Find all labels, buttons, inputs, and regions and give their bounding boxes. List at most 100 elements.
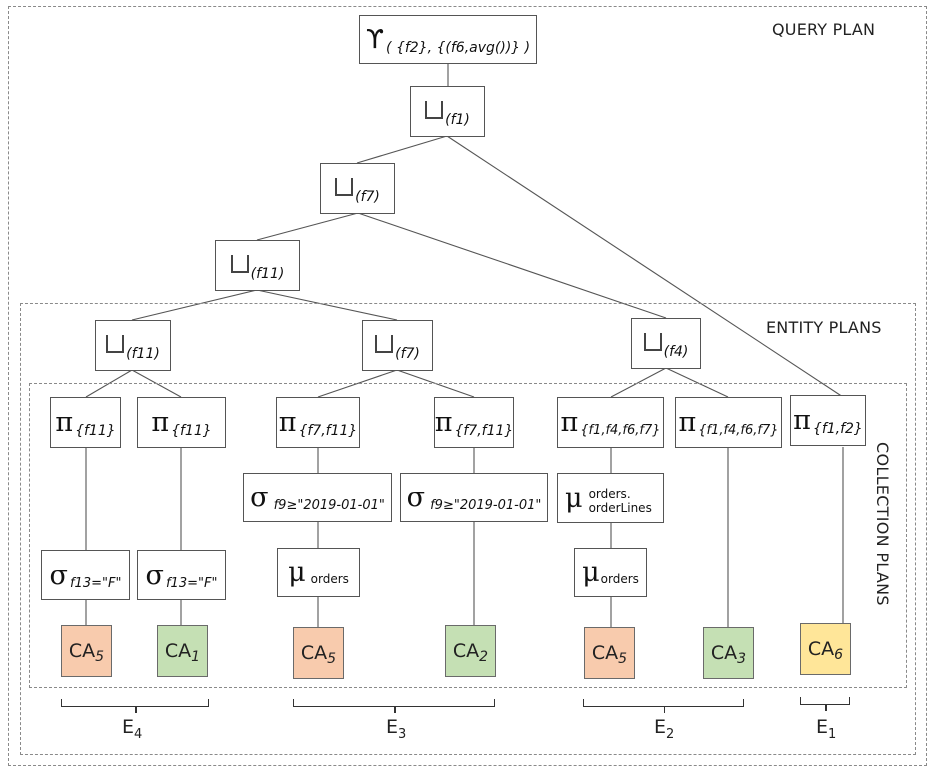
pi-symbol: π <box>560 407 579 438</box>
select-subscript: f9≥"2019-01-01" <box>273 498 385 513</box>
collection-name: CA <box>710 642 738 664</box>
project-node-e4-b[interactable]: π {f11} <box>137 397 226 448</box>
project-node-e3-a[interactable]: π {f7,f11} <box>276 397 360 448</box>
union-subscript: (f7) <box>395 345 420 362</box>
collection-name: CA <box>591 642 619 664</box>
entity-index: 1 <box>828 727 837 742</box>
brace-e3 <box>293 699 495 713</box>
union-symbol-icon <box>230 254 249 273</box>
union-symbol-icon <box>643 332 662 351</box>
unnest-node-e2-orderlines[interactable]: μ orders. orderLines <box>557 473 664 523</box>
project-node-e2-a[interactable]: π {f1,f4,f6,f7} <box>557 397 664 448</box>
entity-plans-label: ENTITY PLANS <box>766 318 882 337</box>
select-node-e4-a[interactable]: σ f13="F" <box>41 550 130 600</box>
entity-label-e1: E1 <box>816 716 836 742</box>
union-symbol-icon <box>106 334 125 353</box>
pi-symbol: π <box>434 407 453 438</box>
sigma-symbol: σ <box>250 482 269 513</box>
collection-index: 5 <box>327 651 337 667</box>
union-node-f7[interactable]: (f7) <box>320 163 395 214</box>
project-subscript: {f1,f4,f6,f7} <box>698 423 779 438</box>
sigma-symbol: σ <box>145 559 164 591</box>
collection-name: CA <box>452 640 480 662</box>
project-subscript: {f1,f2} <box>812 420 863 437</box>
entity-index: 2 <box>666 727 675 742</box>
select-node-e3-b[interactable]: σ f9≥"2019-01-01" <box>400 473 548 522</box>
mu-symbol: μ <box>582 557 600 588</box>
select-node-e4-b[interactable]: σ f13="F" <box>137 550 226 600</box>
project-node-e4-a[interactable]: π {f11} <box>50 397 121 448</box>
collection-name: CA <box>300 642 328 664</box>
gamma-symbol: ϒ <box>365 24 385 55</box>
pi-symbol: π <box>678 407 697 438</box>
entity-label-e4: E4 <box>122 716 142 742</box>
unnest-subscript: orders <box>310 571 349 586</box>
edge-union-f1-pi-e1 <box>446 135 844 398</box>
edge-e2-pi2 <box>665 367 729 398</box>
project-node-e2-b[interactable]: π {f1,f4,f6,f7} <box>675 397 782 448</box>
edge-union-f11-e3 <box>256 289 398 321</box>
edge-e2-pi1 <box>610 367 667 398</box>
entity-union-e3[interactable]: (f7) <box>362 320 433 371</box>
pi-symbol: π <box>278 407 297 438</box>
unnest-node-e3-orders[interactable]: μ orders <box>277 548 360 597</box>
brace-e2 <box>583 699 744 713</box>
pi-symbol: π <box>793 405 811 436</box>
pi-symbol: π <box>55 407 74 438</box>
edge-union-f7-union-f11 <box>256 212 359 241</box>
union-subscript: (f1) <box>445 111 470 128</box>
entity-label-e3: E3 <box>386 716 406 742</box>
select-subscript: f13="F" <box>165 575 218 591</box>
mu-symbol: μ <box>288 557 306 588</box>
query-plan-label: QUERY PLAN <box>772 20 876 39</box>
project-node-e1[interactable]: π {f1,f2} <box>790 395 866 446</box>
entity-label-e2: E2 <box>654 716 674 742</box>
collection-index: 1 <box>191 649 201 665</box>
union-subscript: (f11) <box>126 345 160 362</box>
entity-union-e4[interactable]: (f11) <box>95 320 171 371</box>
entity-name: E <box>654 716 667 738</box>
project-subscript: {f11} <box>171 422 212 439</box>
select-subscript: f13="F" <box>69 575 122 591</box>
union-node-f1[interactable]: (f1) <box>410 86 485 137</box>
collection-plans-frame <box>29 383 907 688</box>
project-subscript: {f7,f11} <box>298 422 358 439</box>
project-subscript: {f11} <box>75 422 116 439</box>
sigma-symbol: σ <box>49 559 68 591</box>
brace-e4 <box>61 699 209 713</box>
union-subscript: (f4) <box>663 343 689 360</box>
collection-index: 2 <box>479 649 489 665</box>
aggregate-subscript: ( {f2}, {(f6,avg())} ) <box>386 39 531 56</box>
entity-name: E <box>816 716 829 738</box>
unnest-subscript: orders. orderLines <box>588 487 652 516</box>
edge-union-f1-union-f7 <box>356 135 448 164</box>
entity-union-e2[interactable]: (f4) <box>631 318 701 369</box>
entity-index: 3 <box>398 727 407 742</box>
unnest-subscript: orders <box>600 571 639 586</box>
union-symbol-icon <box>375 334 394 353</box>
project-node-e3-b[interactable]: π {f7,f11} <box>434 397 514 448</box>
unnest-node-e2-orders[interactable]: μ orders <box>574 548 647 597</box>
select-node-e3-a[interactable]: σ f9≥"2019-01-01" <box>243 473 392 522</box>
brace-e1 <box>800 697 850 711</box>
collection-index: 5 <box>618 651 628 667</box>
unnest-path-part: orderLines <box>588 501 652 515</box>
aggregate-node[interactable]: ϒ ( {f2}, {(f6,avg())} ) <box>359 15 537 64</box>
mu-symbol: μ <box>565 482 583 514</box>
entity-name: E <box>122 716 135 738</box>
sigma-symbol: σ <box>406 482 426 513</box>
query-plan-frame <box>8 6 927 766</box>
select-subscript: f9≥"2019-01-01" <box>430 498 542 513</box>
union-node-f11[interactable]: (f11) <box>215 240 300 291</box>
entity-plans-frame <box>20 303 916 755</box>
union-subscript: (f11) <box>250 265 285 282</box>
unnest-path-part: orders. <box>588 487 631 502</box>
